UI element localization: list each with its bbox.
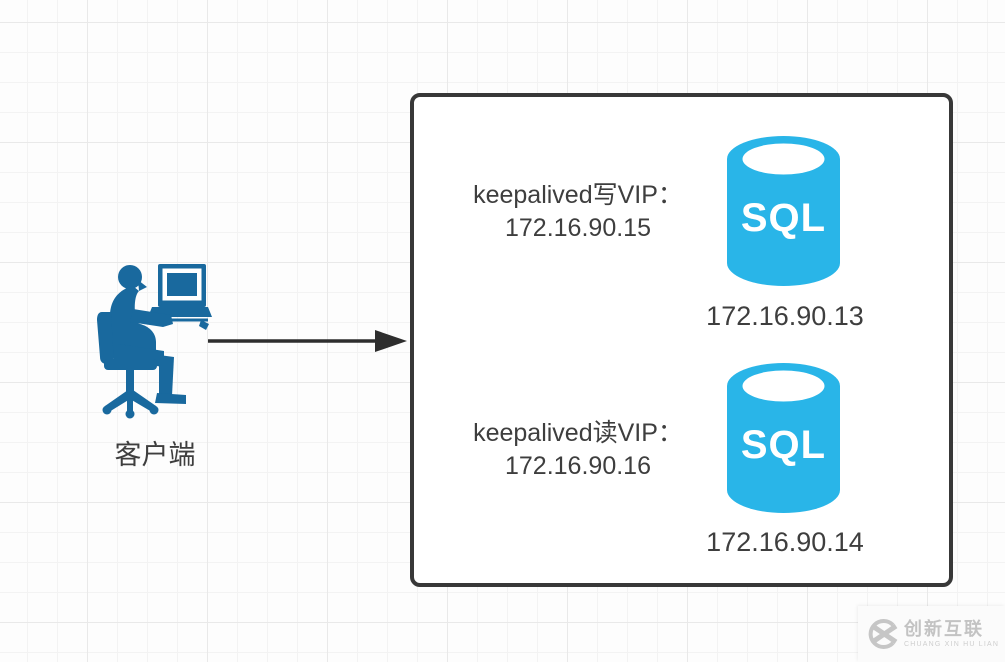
sql-database-icon [727, 363, 840, 513]
brand-subtitle: CHUANG XIN HU LIAN [904, 641, 1000, 648]
sql-icon-text: SQL [740, 423, 827, 467]
sql-server-2-ip: 172.16.90.14 [706, 527, 864, 557]
watermark-badge: 创新互联 CHUANG XIN HU LIAN [858, 606, 1005, 662]
client-label: 客户端 [114, 440, 196, 470]
sql-database-icon [727, 136, 840, 286]
write-vip-label-line1: keepalived写VIP： [473, 181, 683, 209]
write-vip-label: keepalived写VIP： 172.16.90.15 [443, 179, 713, 245]
read-vip-label-line1: keepalived读VIP： [473, 419, 683, 447]
read-vip-label: keepalived读VIP： 172.16.90.16 [443, 417, 713, 483]
sql-server-node-2: SQL [727, 363, 840, 513]
read-vip-label-line2: 172.16.90.16 [505, 452, 651, 480]
write-vip-label-line2: 172.16.90.15 [505, 214, 651, 242]
sql-icon-text: SQL [740, 196, 827, 240]
brand-name: 创新互联 [904, 619, 984, 639]
server-cluster-box [410, 93, 953, 587]
sql-server-node-1: SQL [727, 136, 840, 286]
client-node [97, 254, 213, 424]
client-to-cluster-arrow-icon [205, 326, 410, 356]
sql-server-1-ip: 172.16.90.13 [706, 301, 864, 331]
brand-text-block: 创新互联 CHUANG XIN HU LIAN [904, 620, 999, 648]
brand-logo-icon [866, 616, 900, 652]
client-computer-user-icon [97, 264, 213, 428]
